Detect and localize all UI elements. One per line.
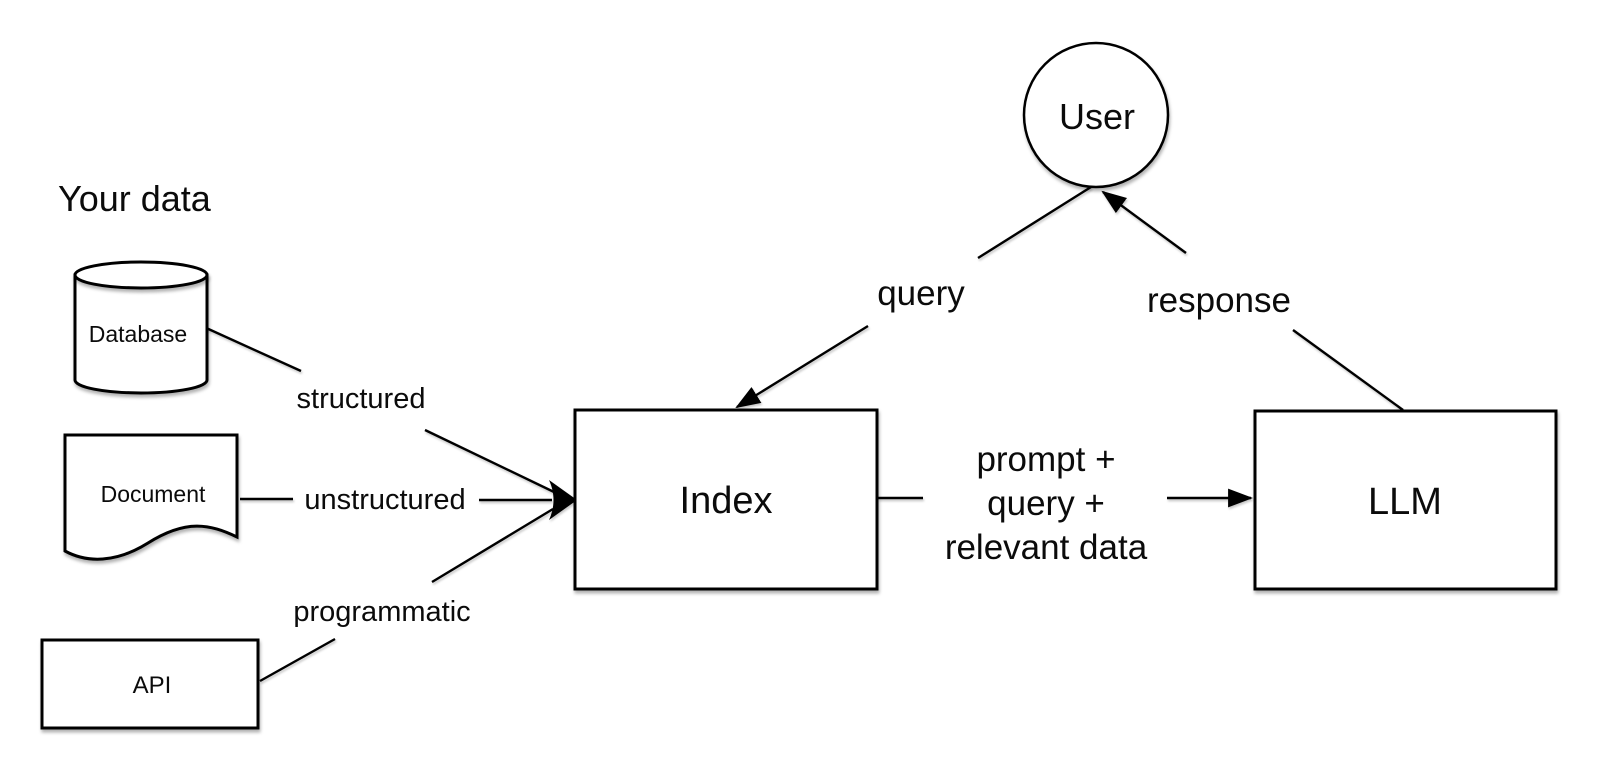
structured-edge-label: structured (297, 383, 426, 415)
api-rect (40, 638, 260, 730)
index-label: Index (680, 480, 773, 522)
edge-query-upper (977, 185, 1092, 260)
database-cylinder-top (73, 260, 209, 290)
edge-response-upper (1101, 190, 1187, 254)
api-node: API (40, 638, 260, 730)
index-input-arrowhead-icon (549, 480, 577, 520)
nodes-group: Database Document API Index LLM (40, 41, 1558, 730)
prompt-edge-label: prompt + query + relevant data (945, 440, 1148, 567)
database-node: Database (73, 260, 209, 395)
edge-programmatic-index (431, 507, 554, 584)
edge-query-lower (735, 324, 869, 409)
edge-structured-index (424, 428, 555, 494)
unstructured-edge-label: unstructured (304, 484, 465, 516)
programmatic-edge-label: programmatic (293, 596, 470, 628)
your-data-heading: Your data (58, 178, 212, 219)
response-edge-label: response (1147, 281, 1291, 320)
document-label: Document (101, 481, 206, 507)
prompt-edge-label-line2: query + (987, 484, 1105, 523)
prompt-edge-label-line3: relevant data (945, 528, 1148, 567)
document-node: Document (63, 433, 239, 561)
database-label: Database (89, 321, 187, 347)
user-node: User (1022, 41, 1170, 189)
prompt-edge-label-line1: prompt + (976, 440, 1115, 479)
api-label: API (133, 672, 172, 699)
index-rect (573, 408, 879, 591)
edge-response-lower (1292, 329, 1404, 411)
edge-api-programmatic (259, 637, 336, 683)
query-edge-label: query (877, 274, 965, 313)
database-cylinder-body (73, 273, 209, 395)
edge-labels-group: structured unstructured programmatic que… (293, 274, 1291, 628)
llm-rect (1253, 409, 1558, 591)
edge-database-structured (203, 325, 302, 373)
user-circle (1022, 41, 1170, 189)
index-node: Index (573, 408, 879, 591)
edges-group (203, 185, 1404, 683)
document-shape (63, 433, 239, 561)
llm-label: LLM (1368, 481, 1442, 523)
llm-node: LLM (1253, 409, 1558, 591)
user-label: User (1059, 96, 1135, 137)
